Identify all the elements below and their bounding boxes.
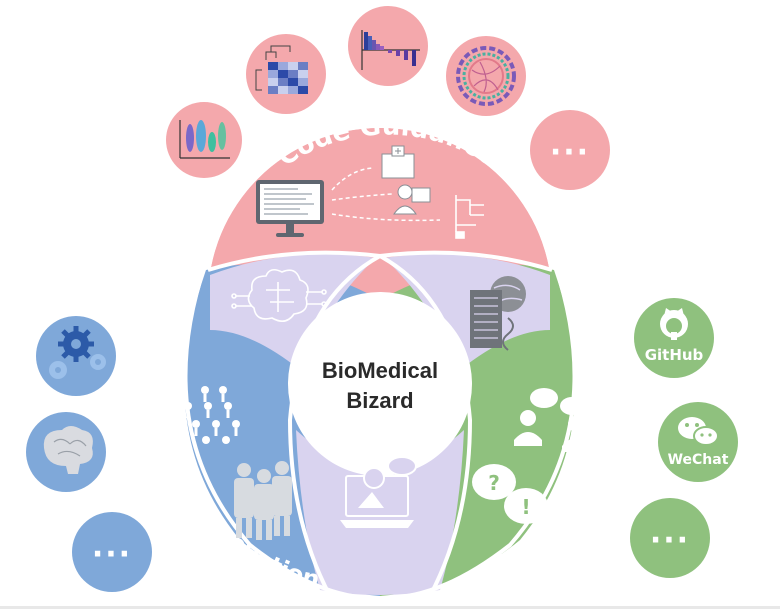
online-learning-icon [340,456,417,528]
violin-plot-icon [179,120,230,159]
heatmap-icon [255,45,308,94]
forum-more-satellite[interactable]: ··· [630,498,710,578]
scientists-group-icon [234,461,292,540]
more-icon: ··· [92,537,132,572]
svg-text:!: ! [521,495,530,519]
wechat-satellite[interactable]: WeChat [658,402,738,482]
brain-satellite[interactable] [26,412,106,492]
circos-plot-icon [456,46,516,106]
center-title-line1: BioMedical [322,358,438,383]
circuit-brain-icon [231,268,327,322]
question-answer-icon: ? ! [472,464,548,524]
bottom-divider [0,606,780,609]
discussion-people-icon [514,388,590,452]
more-icon: ··· [650,523,690,558]
community-network-icon [184,386,240,444]
svg-text:?: ? [488,471,500,495]
center-title-line2: Bizard [346,388,413,413]
center-circle [288,292,472,476]
gears-satellite[interactable] [36,316,116,396]
monitor-illustration [256,180,324,237]
hospital-icon [381,145,415,179]
code-more-satellite[interactable]: ··· [530,110,610,190]
violin-plot-satellite[interactable] [166,102,242,178]
gears-icon [49,326,106,379]
circos-plot-satellite[interactable] [446,36,526,116]
server-globe-icon [470,276,526,351]
brain-icon [43,426,93,474]
heatmap-satellite[interactable] [246,34,326,114]
waterfall-chart-icon [361,30,420,70]
github-satellite[interactable]: GitHub [634,298,714,378]
more-icon: ··· [550,135,590,170]
wechat-icon [678,417,719,446]
waterfall-chart-satellite[interactable] [348,6,428,86]
phylogenetic-tree-icon [455,195,484,239]
wechat-label: WeChat [668,452,729,468]
flow-arrows [331,167,441,222]
github-icon [660,308,688,340]
divider-lines [183,250,577,601]
researcher-icon [393,184,431,215]
github-label: GitHub [645,346,704,364]
openness-more-satellite[interactable]: ··· [72,512,152,592]
